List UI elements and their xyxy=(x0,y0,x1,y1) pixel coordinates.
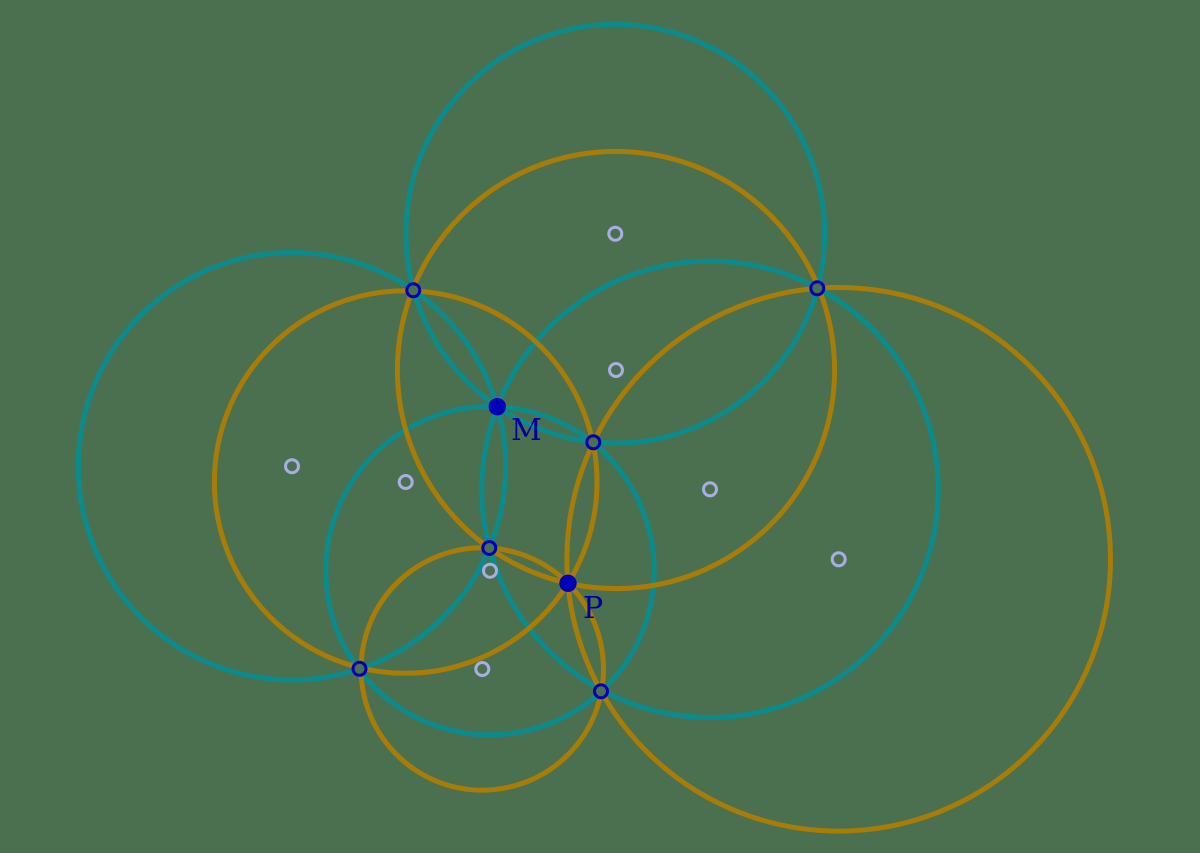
point-P-dot xyxy=(559,574,577,592)
intersection-point-marker-3 xyxy=(585,434,602,451)
circle-center-marker-7 xyxy=(482,562,498,579)
circle-center-marker-1 xyxy=(607,225,624,242)
circle-center-marker-3 xyxy=(284,458,300,475)
intersection-point-marker-2 xyxy=(809,280,826,297)
orange-circle-through-P-1 xyxy=(394,148,838,592)
point-M-label: M xyxy=(511,413,542,448)
circle-center-marker-5 xyxy=(702,481,718,498)
circle-center-marker-4 xyxy=(397,474,414,490)
point-M-dot xyxy=(488,398,506,416)
intersection-point-marker-1 xyxy=(405,282,422,299)
center-markers-group xyxy=(284,225,847,677)
teal-circles-group xyxy=(75,21,941,738)
intersection-point-marker-6 xyxy=(593,683,609,700)
intersection-markers-group xyxy=(351,280,826,700)
point-P-label: P xyxy=(583,591,603,626)
teal-circle-through-M-3 xyxy=(479,258,941,720)
intersection-point-marker-5 xyxy=(351,660,368,677)
circle-center-marker-8 xyxy=(474,661,491,677)
circle-center-marker-2 xyxy=(608,362,624,378)
intersection-point-marker-4 xyxy=(481,540,498,556)
circle-center-marker-6 xyxy=(830,551,847,568)
teal-circle-through-M-1 xyxy=(403,21,828,446)
teal-circle-through-M-2 xyxy=(75,250,509,683)
named-points-group: M P xyxy=(488,398,603,626)
orange-circle-through-P-3 xyxy=(564,285,1113,834)
